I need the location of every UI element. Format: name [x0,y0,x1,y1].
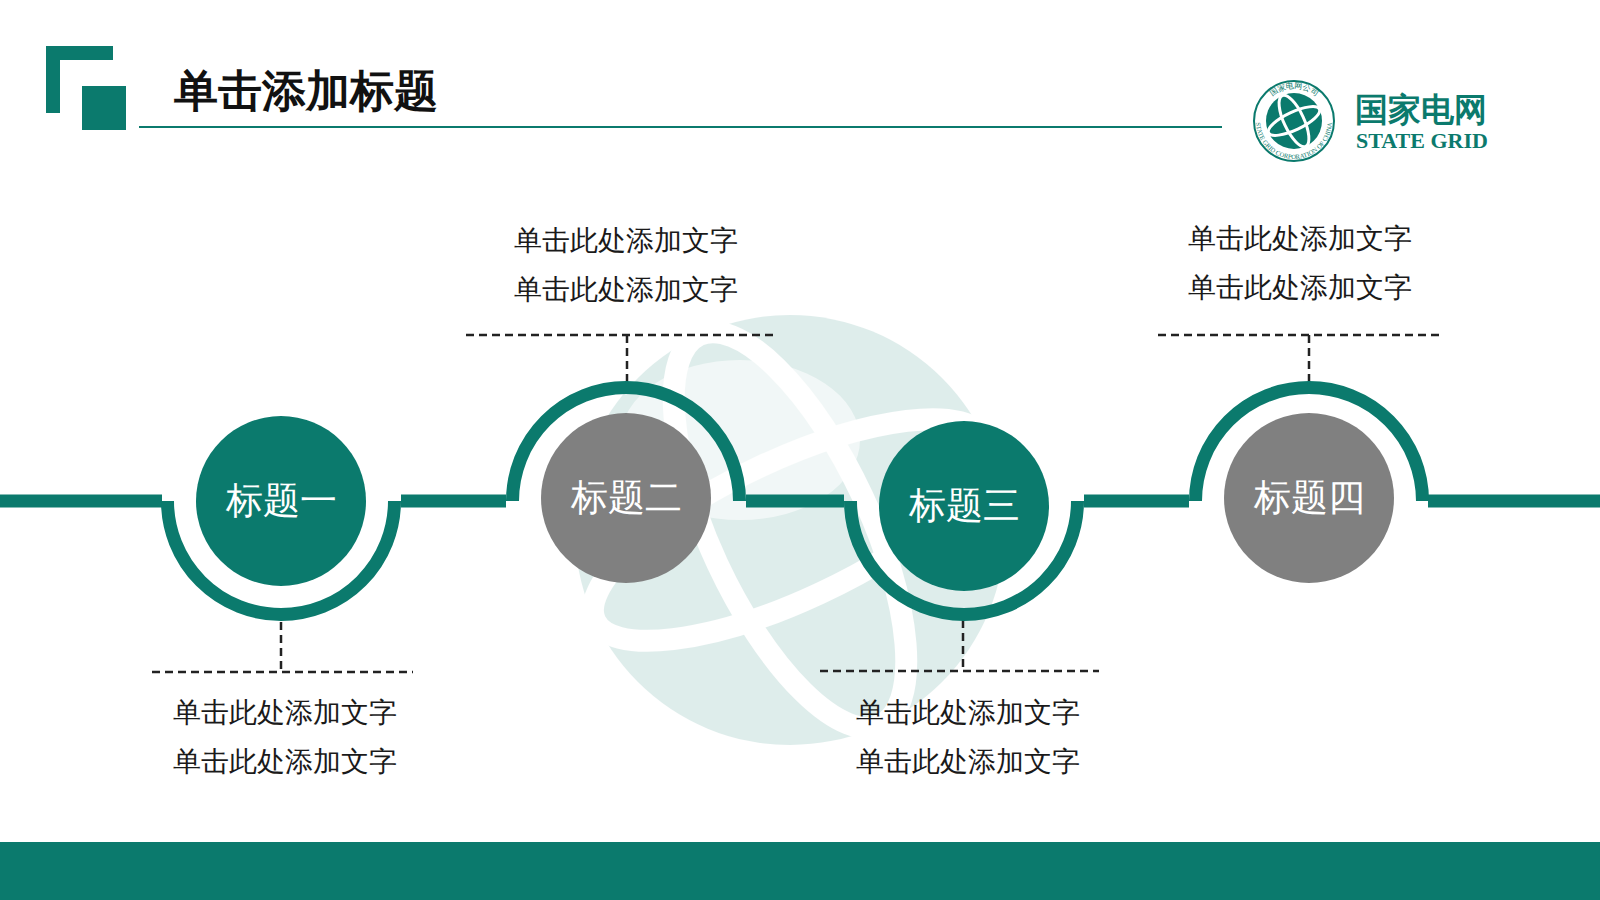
timeline-circle: 标题二 [506,381,746,621]
slide-title: 单击添加标题 [174,62,438,121]
logo-globe [1254,81,1334,161]
logo-name: 国家电网 [1355,88,1487,133]
node-text-holder: 标题二 [506,473,746,523]
footer-band [0,842,1600,900]
node-text-holder: 标题四 [1189,473,1429,523]
timeline-line [1428,495,1600,508]
annotation-text: 单击此处添加文字 [514,271,738,309]
annotation-text: 单击此处添加文字 [856,743,1080,781]
logo-ring-text: 国家电网公司 [1268,81,1320,98]
logo-ring-text: 国家电网公司 STATE GRID CORPORATION OF CHINA [1244,71,1344,171]
timeline-connector [401,495,506,508]
annotation-text: 单击此处添加文字 [173,743,397,781]
logo-name-en: STATE GRID [1356,128,1488,154]
leader-lines [152,335,1443,672]
circle-title: 标题三 [844,481,1084,531]
annotation-text: 单击此处添加文字 [514,222,738,260]
timeline-line [0,495,162,508]
title-rule [139,126,1222,128]
annotation-text: 单击此处添加文字 [173,694,397,732]
circle-title: 标题四 [1189,473,1429,523]
header-icon [82,86,126,130]
timeline-connector [1084,495,1189,508]
node-text-holder: 标题三 [844,481,1084,531]
logo-ring-text: 国家电网公司 [1268,81,1320,98]
circle-title: 标题一 [161,476,401,526]
logo-ring-text: STATE GRID CORPORATION OF CHINA [1255,122,1333,160]
timeline-circle: 标题四 [1189,381,1429,621]
timeline-circle: 标题一 [161,381,401,621]
logo-ring-text: STATE GRID CORPORATION OF CHINA [1255,122,1333,160]
annotation-text: 单击此处添加文字 [1188,269,1412,307]
timeline-connector [746,495,844,508]
annotation-text: 单击此处添加文字 [856,694,1080,732]
annotation-text: 单击此处添加文字 [1188,220,1412,258]
circle-title: 标题二 [506,473,746,523]
timeline-circle: 标题三 [844,381,1084,621]
node-text-holder: 标题一 [161,476,401,526]
